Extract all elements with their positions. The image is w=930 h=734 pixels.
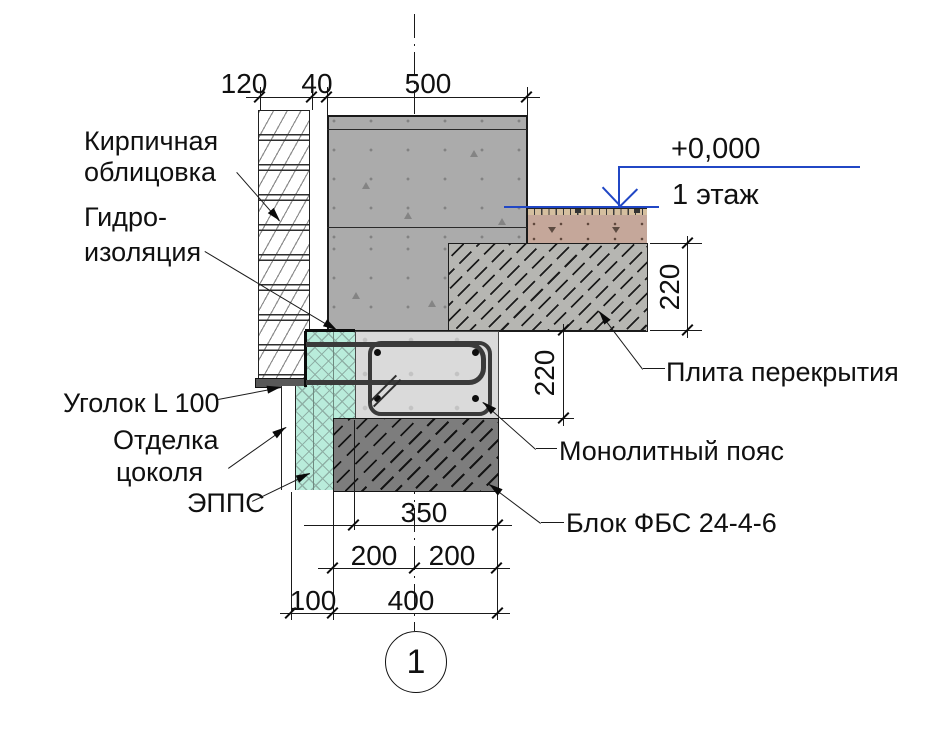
plinth-finish-layer xyxy=(281,386,296,490)
section-bubble: 1 xyxy=(385,631,447,693)
level-arrow-right xyxy=(619,188,639,208)
xps-joint-line xyxy=(313,386,314,490)
ext-line xyxy=(291,492,293,620)
label-plinth-line2: цоколя xyxy=(116,457,204,487)
xps-joint-line xyxy=(333,331,334,418)
label-steel-angle: Уголок L 100 xyxy=(63,388,220,418)
label-brick-line1: Кирпичная xyxy=(84,126,219,156)
label-monolithic-belt: Монолитный пояс xyxy=(559,436,785,466)
level-line-top xyxy=(618,166,860,168)
dim-line-100-400 xyxy=(280,613,510,615)
dim-line-belt xyxy=(563,324,565,426)
ext-line xyxy=(497,492,499,620)
label-floor-slab: Плита перекрытия xyxy=(666,357,899,387)
rebar-stirrup xyxy=(368,341,492,416)
concrete-speck xyxy=(362,182,370,189)
ext-line xyxy=(354,420,356,530)
dim-air-gap: 40 xyxy=(301,68,333,99)
screed-speck xyxy=(548,227,556,233)
floor-level-line xyxy=(504,205,659,208)
wall-joint-line xyxy=(327,129,527,131)
ext-line xyxy=(312,87,314,110)
dim-brick-width: 120 xyxy=(220,68,268,99)
belt-top-line xyxy=(305,329,646,332)
ext-line xyxy=(327,87,329,115)
rebar-section-dot xyxy=(373,348,381,356)
dim-belt-height: 220 xyxy=(529,349,560,397)
concrete-speck xyxy=(498,218,506,225)
ext-line xyxy=(333,492,335,620)
wall-block-lower xyxy=(327,243,448,331)
tile-joint xyxy=(575,209,581,213)
dim-slab-thickness: 220 xyxy=(654,263,685,311)
wall-block-upper xyxy=(327,115,527,243)
dim-left-offset: 100 xyxy=(289,585,337,616)
ext-line xyxy=(527,87,529,115)
label-fbs-block: Блок ФБС 24-4-6 xyxy=(566,508,777,538)
leader-belt-horiz xyxy=(536,448,557,450)
wall-joint-line xyxy=(327,227,527,229)
section-number: 1 xyxy=(406,642,426,681)
dim-half-right: 200 xyxy=(428,540,476,571)
label-xps: ЭППС xyxy=(187,488,265,518)
screed-speck xyxy=(612,227,620,233)
fbs-block xyxy=(333,418,499,492)
concrete-speck xyxy=(428,300,436,307)
ext-line xyxy=(650,330,702,332)
concrete-speck xyxy=(470,150,478,157)
ext-line xyxy=(260,87,262,110)
screed-layer xyxy=(528,215,647,243)
rebar-section-dot xyxy=(373,394,381,402)
waterproofing-line xyxy=(305,329,355,332)
leader-steel-angle-arrow xyxy=(266,383,282,394)
dim-line-350 xyxy=(304,525,512,527)
dim-half-left: 200 xyxy=(350,540,398,571)
dim-line-top xyxy=(246,97,540,99)
concrete-speck xyxy=(404,212,412,219)
concrete-speck xyxy=(352,292,360,299)
rebar-section-dot xyxy=(471,394,479,402)
level-line-drop xyxy=(618,166,620,206)
label-brick-line2: облицовка xyxy=(84,157,217,187)
label-waterproofing-line1: Гидро- xyxy=(84,202,167,232)
leader-fbs-horiz xyxy=(541,522,564,524)
label-waterproofing-line2: изоляция xyxy=(84,237,202,267)
dim-fbs-width: 400 xyxy=(387,585,435,616)
waterproofing-vertical xyxy=(304,331,307,387)
label-plinth-line1: Отделка xyxy=(113,425,219,455)
wall-top-edge xyxy=(327,115,527,117)
tile-joint xyxy=(634,209,640,213)
dim-wall-width: 500 xyxy=(404,68,452,99)
wall-left-edge xyxy=(327,115,329,331)
leader-floor-slab-horiz xyxy=(643,368,665,370)
dim-belt-width: 350 xyxy=(400,497,448,528)
ext-line xyxy=(650,243,702,245)
floor-label-text: 1 этаж xyxy=(672,179,759,211)
dim-line-slab xyxy=(687,236,689,338)
floor-slab-hatch xyxy=(448,243,648,332)
brick-cladding-hatch xyxy=(258,110,310,382)
wall-right-edge xyxy=(526,115,528,243)
rebar-section-dot xyxy=(471,348,479,356)
level-elevation-text: +0,000 xyxy=(671,133,761,165)
ext-line xyxy=(500,418,574,420)
